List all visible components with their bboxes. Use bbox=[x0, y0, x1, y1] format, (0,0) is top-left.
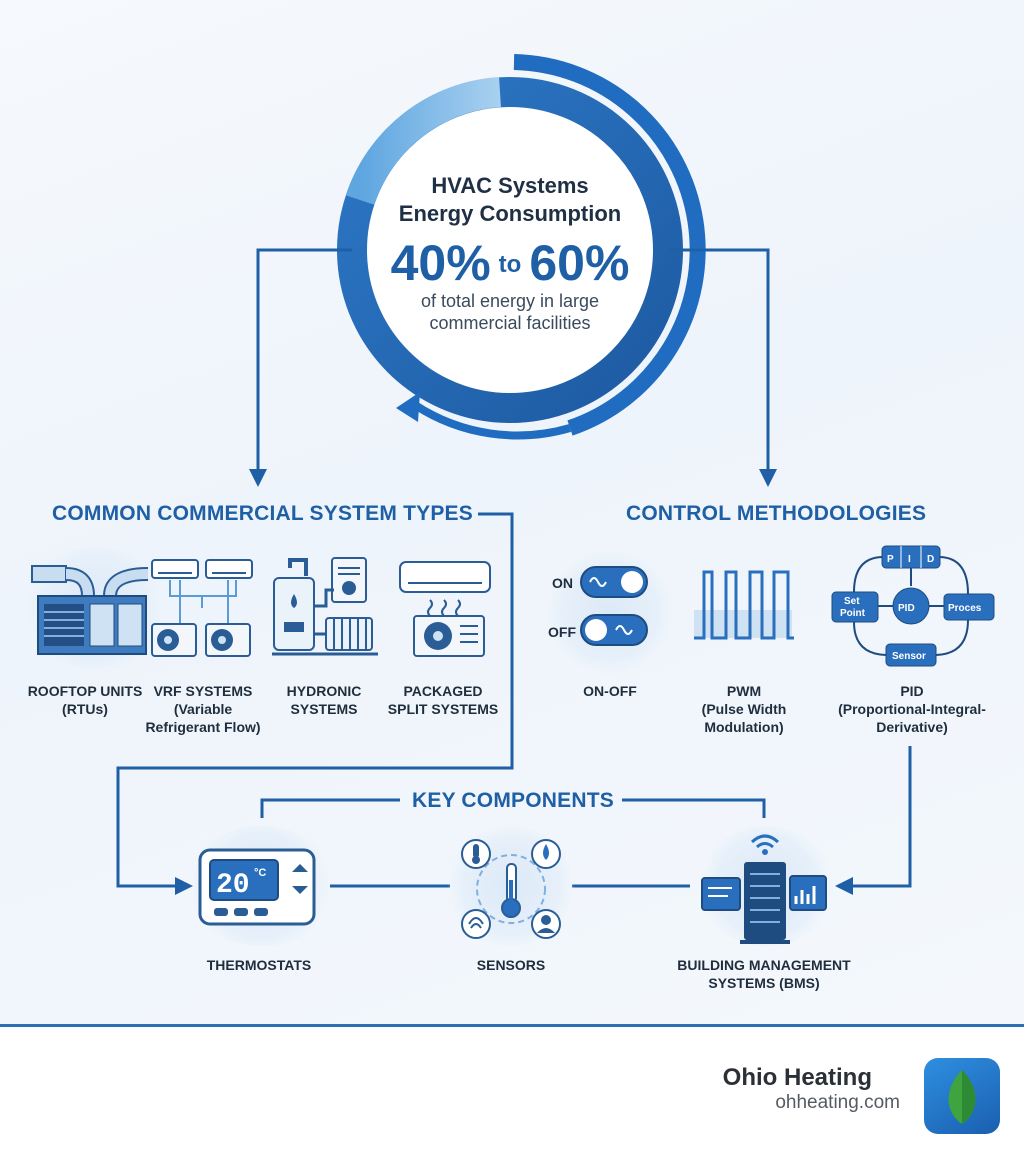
sensors-icon bbox=[461, 839, 561, 939]
off-toggle-icon bbox=[580, 614, 648, 646]
on-toggle-icon bbox=[580, 566, 648, 598]
thermostat-display: 20 bbox=[216, 870, 250, 901]
pid-setpoint-1: Set bbox=[844, 596, 860, 607]
energy-connector: to bbox=[498, 251, 522, 278]
pid-center: PID bbox=[898, 603, 915, 614]
pid-d: D bbox=[927, 554, 934, 565]
system-types-heading: COMMON COMMERCIAL SYSTEM TYPES bbox=[52, 502, 473, 525]
energy-low: 40% bbox=[390, 235, 491, 291]
leaf-logo-icon bbox=[924, 1058, 1000, 1134]
vrf-system-icon bbox=[151, 559, 253, 657]
control-pwm-label: PWM (Pulse Width Modulation) bbox=[701, 683, 787, 735]
connector-lines bbox=[116, 54, 912, 895]
off-label: OFF bbox=[548, 624, 576, 640]
component-sensors: SENSORS bbox=[476, 957, 546, 973]
pid-p: P bbox=[887, 554, 894, 565]
thermostat-unit: °C bbox=[254, 867, 266, 879]
energy-high: 60% bbox=[529, 235, 630, 291]
control-pid-label: PID (Proportional-Integral- Derivative) bbox=[838, 683, 986, 735]
thermostat-icon: 20 °C bbox=[198, 848, 316, 926]
pid-process: Proces bbox=[948, 603, 982, 614]
bms-server-icon bbox=[701, 834, 827, 944]
pid-sensor: Sensor bbox=[892, 651, 926, 662]
pwm-waveform-icon bbox=[694, 570, 794, 640]
split-ac-icon bbox=[399, 561, 491, 657]
pid-setpoint-2: Point bbox=[840, 608, 866, 619]
component-bms: BUILDING MANAGEMENT SYSTEMS (BMS) bbox=[677, 957, 851, 991]
energy-range: 40% to 60% bbox=[330, 234, 690, 292]
boiler-icon bbox=[272, 557, 378, 656]
infographic: HVAC Systems Energy Consumption 40% to 60%… bbox=[0, 0, 1024, 1026]
system-type-vrf: VRF SYSTEMS (Variable Refrigerant Flow) bbox=[145, 683, 261, 735]
hero-title: HVAC Systems Energy Consumption bbox=[398, 173, 622, 226]
footer-divider bbox=[0, 1024, 1024, 1027]
system-type-rooftop: ROOFTOP UNITS (RTUs) bbox=[27, 683, 143, 717]
key-components-heading: KEY COMPONENTS bbox=[412, 789, 614, 812]
on-label: ON bbox=[552, 575, 573, 591]
brand-url: ohheating.com bbox=[775, 1092, 900, 1113]
pid-loop-diagram: P I D PID Set Point Proces Sensor bbox=[831, 545, 995, 667]
system-type-hydronic: HYDRONIC SYSTEMS bbox=[286, 683, 362, 717]
rooftop-unit-icon bbox=[31, 565, 149, 655]
control-heading: CONTROL METHODOLOGIES bbox=[626, 502, 927, 525]
control-onoff-label: ON-OFF bbox=[583, 683, 637, 699]
component-thermostats: THERMOSTATS bbox=[206, 957, 312, 973]
hero-subtitle: of total energy in large commercial faci… bbox=[420, 291, 600, 333]
brand-name: Ohio Heating bbox=[722, 1064, 872, 1091]
system-type-split: PACKAGED SPLIT SYSTEMS bbox=[387, 683, 499, 717]
pid-i: I bbox=[908, 554, 911, 565]
